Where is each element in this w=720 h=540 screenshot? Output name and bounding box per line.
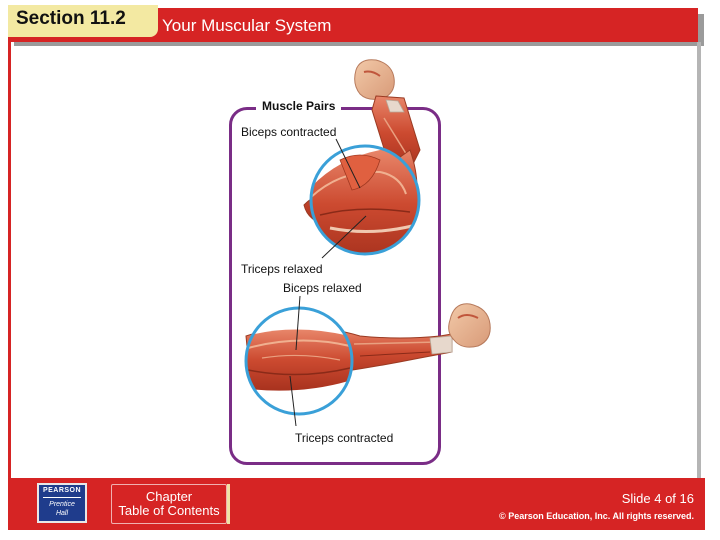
leader-biceps-relaxed [295, 295, 301, 351]
frame-rail-left [8, 42, 11, 482]
section-tab [8, 5, 158, 37]
section-label: Section 11.2 [16, 8, 126, 29]
leader-biceps-contracted [335, 138, 361, 189]
pearson-logo: PEARSON Prentice Hall [37, 483, 87, 523]
label-triceps-relaxed: Triceps relaxed [241, 262, 323, 276]
logo-brand: PEARSON [42, 487, 82, 494]
toc-line-1: Chapter [145, 489, 193, 504]
logo-sub-2: Hall [55, 510, 69, 517]
label-triceps-contracted: Triceps contracted [295, 431, 394, 445]
leader-triceps-contracted [289, 375, 297, 427]
logo-sub-1: Prentice [49, 501, 75, 508]
slide-number: Slide 4 of 16 [621, 491, 694, 506]
straight-arm [244, 303, 491, 416]
bent-arm [303, 59, 421, 256]
frame-rail-right [697, 42, 701, 482]
label-biceps-contracted: Biceps contracted [241, 125, 337, 139]
slide-title: Your Muscular System [162, 16, 332, 35]
logo-divider [43, 497, 81, 498]
toc-divider [227, 484, 230, 524]
label-biceps-relaxed: Biceps relaxed [283, 281, 362, 295]
leader-triceps-relaxed [321, 215, 367, 259]
copyright-notice: © Pearson Education, Inc. All rights res… [499, 511, 694, 521]
figure-heading: Muscle Pairs [256, 99, 342, 113]
chapter-toc-button[interactable]: Chapter Table of Contents [111, 484, 227, 524]
toc-line-2: Table of Contents [118, 503, 220, 518]
